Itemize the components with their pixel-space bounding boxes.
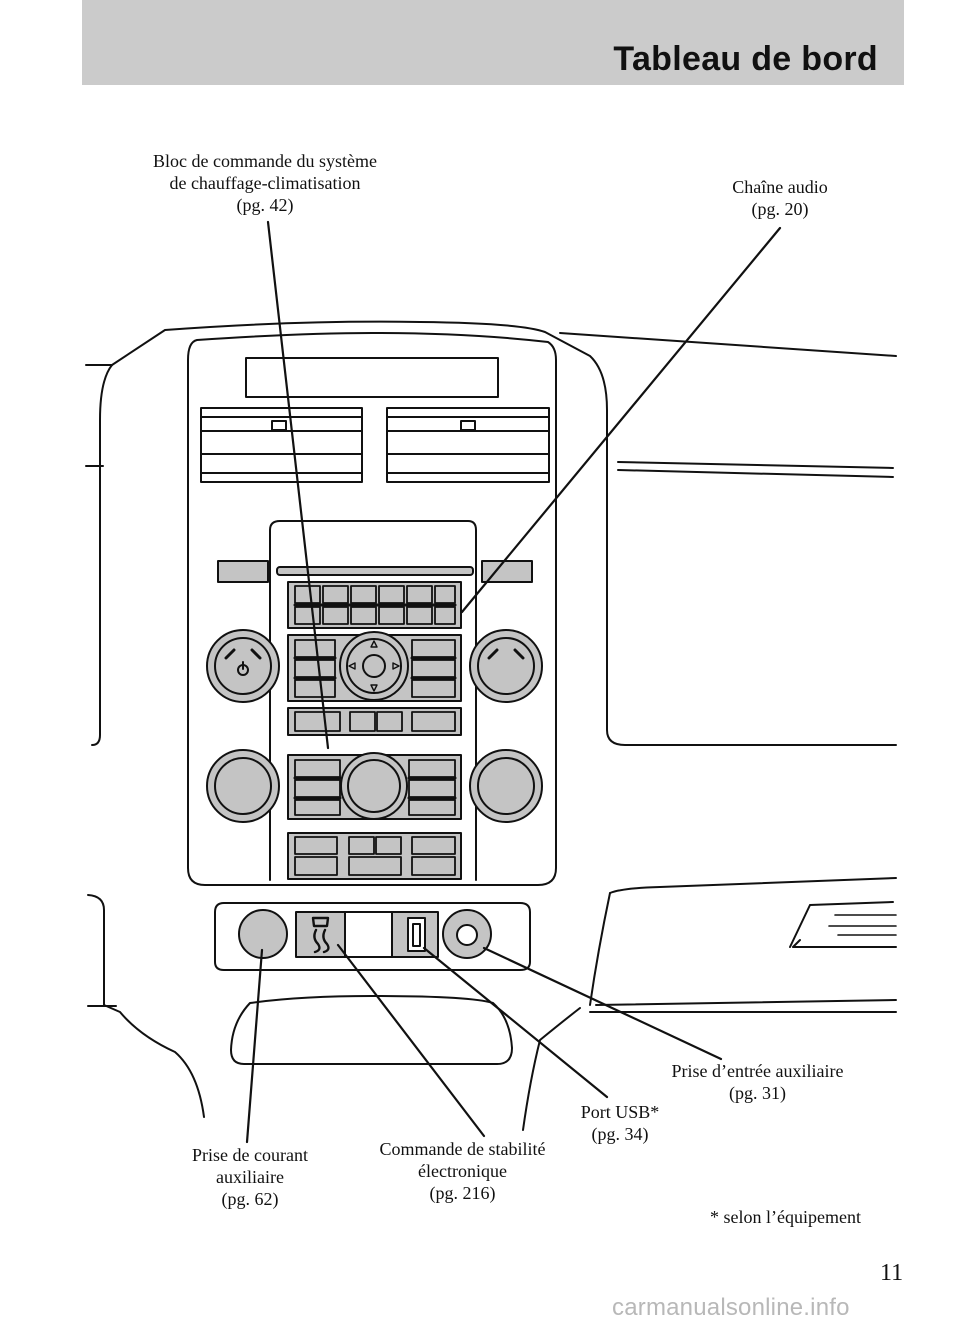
callout-climate-control: Bloc de commande du système de chauffage… (153, 151, 377, 215)
callout-stability-control: Commande de stabilité électronique (pg. … (379, 1139, 546, 1203)
footnote: * selon l’équipement (710, 1207, 861, 1227)
callout-audio: Chaîne audio (pg. 20) (732, 177, 828, 219)
page-title: Tableau de bord (613, 40, 878, 78)
power-icon (224, 648, 262, 676)
callout-usb-port: Port USB* (pg. 34) (580, 1102, 660, 1144)
stability-control-icon (311, 916, 330, 954)
callout-aux-input: Prise d’entrée auxiliaire (pg. 31) (671, 1061, 844, 1103)
usb-icon (407, 917, 426, 952)
header-band: Tableau de bord (82, 0, 904, 85)
page-number: 11 (880, 1260, 904, 1286)
aux-jack-icon (456, 924, 478, 946)
nav-arrows-icon (348, 640, 400, 692)
watermark: carmanualsonline.info (612, 1294, 850, 1321)
callout-aux-power: Prise de courant auxiliaire (pg. 62) (192, 1145, 308, 1209)
